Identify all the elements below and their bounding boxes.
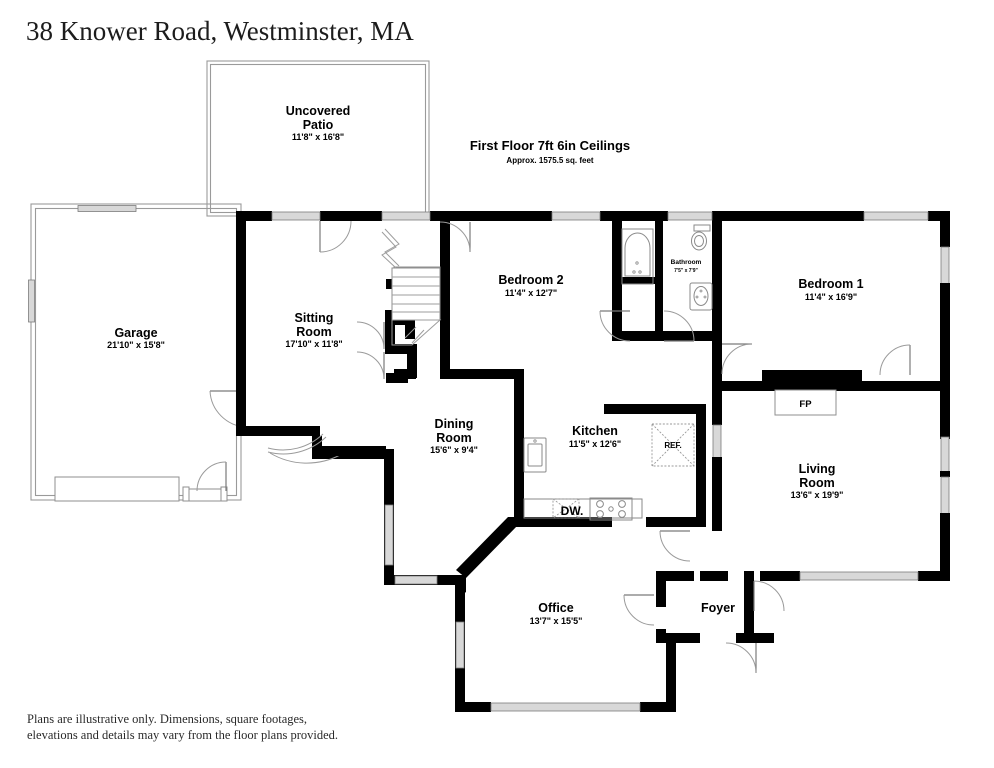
- bedroom1-closet-block: [762, 370, 862, 390]
- page-title: 38 Knower Road, Westminster, MA: [26, 16, 414, 46]
- room-label-bedroom-1: Bedroom 1 11'4" x 16'9": [798, 277, 863, 302]
- room-name-2: Room: [296, 325, 331, 339]
- room-dimensions: 11'8" x 16'8": [292, 132, 344, 142]
- room-dimensions: 11'4" x 12'7": [505, 288, 557, 298]
- kitchen-sink: [523, 437, 547, 473]
- disclaimer-line-1: Plans are illustrative only. Dimensions,…: [27, 712, 308, 726]
- room-label-foyer: Foyer: [701, 601, 735, 615]
- door-foyer-living: [753, 580, 785, 612]
- room-label-sitting-room: Sitting Room 17'10" x 11'8": [285, 311, 342, 349]
- room-label-garage: Garage 21'10" x 15'8": [107, 326, 165, 350]
- room-dimensions: 13'6" x 19'9": [791, 490, 844, 500]
- room-name-2: Room: [799, 476, 834, 490]
- room-dimensions: 11'5" x 12'6": [569, 439, 621, 449]
- room-name: Sitting: [295, 311, 334, 325]
- room-dimensions: 11'4" x 16'9": [805, 292, 857, 302]
- room-name-2: Room: [436, 431, 471, 445]
- room-label-bathroom: Bathroom 7'5" x 7'9": [671, 259, 702, 274]
- door-bathroom: [663, 310, 695, 342]
- door-bedroom2-top: [439, 221, 471, 253]
- door-bedroom1-closet: [879, 344, 911, 376]
- room-label-dining-room: Dining Room 15'6" x 9'4": [430, 417, 478, 455]
- disclaimer: Plans are illustrative only. Dimensions,…: [27, 712, 338, 743]
- room-dimensions: 21'10" x 15'8": [107, 340, 165, 350]
- toilet: [691, 224, 711, 251]
- plan-header-main: First Floor 7ft 6in Ceilings: [470, 138, 630, 153]
- room-name: Bathroom: [671, 259, 702, 266]
- room-dimensions: 15'6" x 9'4": [430, 445, 478, 455]
- dishwasher-label: DW.: [561, 504, 584, 518]
- room-name: Dining: [435, 417, 474, 431]
- bathtub: [621, 228, 654, 285]
- fireplace-label: FP: [799, 399, 812, 410]
- refrigerator-label: REF.: [664, 441, 681, 450]
- room-name: Bedroom 1: [798, 277, 863, 291]
- fireplace: FP: [774, 389, 837, 416]
- room-dimensions: 13'7" x 15'5": [530, 616, 583, 626]
- dishwasher: [552, 498, 580, 519]
- door-kitchen-living: [659, 530, 691, 562]
- door-hall-closet-lower: [356, 351, 385, 380]
- door-hall-closet-upper: [356, 321, 385, 350]
- plan-header-sub: Approx. 1575.5 sq. feet: [506, 156, 593, 165]
- door-sitting-room-top: [319, 220, 352, 253]
- staircase: [381, 228, 442, 346]
- plan-header: First Floor 7ft 6in Ceilings Approx. 157…: [470, 138, 630, 165]
- room-name: Uncovered: [286, 104, 351, 118]
- room-name: Office: [538, 601, 573, 615]
- door-bedroom2-south: [599, 310, 631, 342]
- bathroom-sink: [689, 282, 713, 311]
- door-foyer-entry: [725, 642, 757, 674]
- door-bedroom1: [721, 343, 753, 375]
- room-label-kitchen: Kitchen 11'5" x 12'6": [569, 424, 621, 449]
- room-label-living-room: Living Room 13'6" x 19'9": [791, 462, 844, 500]
- door-office-foyer: [623, 594, 655, 626]
- room-name: Living: [799, 462, 836, 476]
- room-name-2: Patio: [303, 118, 334, 132]
- stair-winders: [391, 319, 442, 346]
- disclaimer-line-2: elevations and details may vary from the…: [27, 727, 339, 742]
- garage-pedestrian-door: [196, 461, 227, 492]
- refrigerator: [651, 423, 695, 467]
- kitchen-counter: [523, 498, 643, 519]
- room-label-office: Office 13'7" x 15'5": [530, 601, 583, 626]
- door-dining-arch: [267, 433, 386, 464]
- room-name: Foyer: [701, 601, 735, 615]
- room-dimensions: 7'5" x 7'9": [674, 268, 698, 274]
- room-dimensions: 17'10" x 11'8": [285, 339, 342, 349]
- room-name: Bedroom 2: [498, 273, 563, 287]
- room-name: Kitchen: [572, 424, 618, 438]
- room-name: Garage: [114, 326, 157, 340]
- room-label-uncovered-patio: Uncovered Patio 11'8" x 16'8": [286, 104, 351, 142]
- range-stove: [589, 497, 633, 521]
- garage-outline: [28, 203, 242, 502]
- room-label-bedroom-2: Bedroom 2 11'4" x 12'7": [498, 273, 563, 298]
